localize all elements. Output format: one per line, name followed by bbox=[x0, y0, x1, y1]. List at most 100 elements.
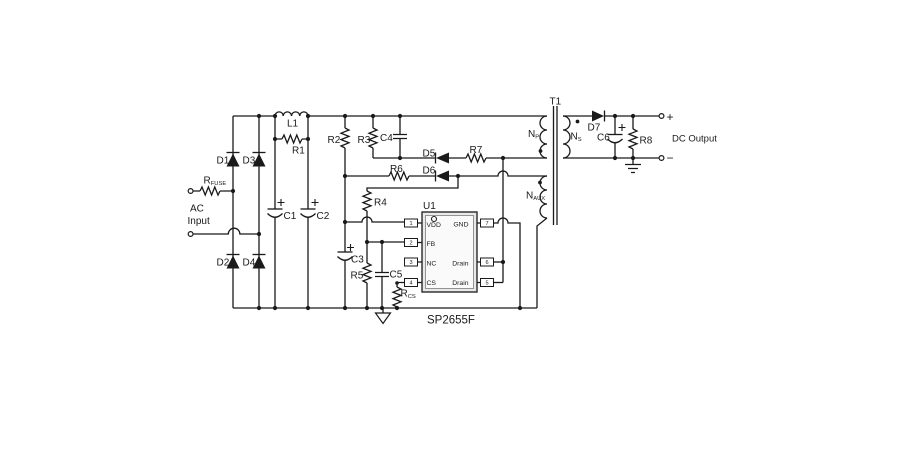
r8-label: R8 bbox=[640, 136, 653, 147]
cap-c3: C3 bbox=[337, 244, 364, 266]
pin-name-drain6: Drain bbox=[452, 260, 468, 267]
diode-d6: D6 bbox=[423, 166, 449, 182]
pin-name-cs: CS bbox=[427, 280, 437, 287]
bridge-rectifier: D1 D3 D2 D4 bbox=[217, 151, 266, 269]
cap-c6: C6 bbox=[597, 124, 626, 144]
cap-c4: C4 bbox=[380, 133, 407, 144]
pin-number-2: 2 bbox=[409, 241, 412, 247]
d3-label: D3 bbox=[243, 156, 256, 167]
cap-c2: C2 bbox=[300, 199, 330, 222]
pin-number-4: 4 bbox=[409, 281, 412, 287]
transformer-t1: T1 NP NS NAUX bbox=[526, 97, 582, 225]
c1-polarity-plus bbox=[277, 199, 285, 206]
d4-label: D4 bbox=[243, 258, 256, 269]
pinbox-6 bbox=[480, 257, 494, 267]
u1-part-number: SP2655F bbox=[427, 315, 475, 327]
dc-terminal-plus bbox=[658, 112, 665, 119]
diode-d1: D1 bbox=[217, 151, 240, 167]
pinbox-1 bbox=[404, 218, 418, 228]
pin-number-5: 5 bbox=[485, 281, 488, 287]
pin-number-1: 1 bbox=[409, 221, 412, 227]
c4-label: C4 bbox=[380, 133, 393, 144]
pinbox-2 bbox=[404, 238, 418, 247]
fuse-resistor: RFUSE bbox=[199, 176, 227, 196]
wire-gnd-pin bbox=[493, 217, 521, 308]
np-phase-dot bbox=[538, 149, 543, 153]
pin-name-nc: NC bbox=[427, 260, 437, 267]
ground-symbol bbox=[374, 308, 392, 325]
u1-refdes: U1 bbox=[423, 201, 436, 212]
resistor-r1: R1 bbox=[281, 134, 305, 157]
wire-naux-bottom bbox=[536, 217, 548, 308]
resistor-r3: R3 bbox=[358, 127, 378, 149]
pinbox-7 bbox=[480, 218, 494, 228]
c3-label: C3 bbox=[351, 255, 364, 266]
np-label: NP bbox=[528, 129, 539, 141]
wire-ac-bottom bbox=[193, 227, 259, 235]
diode-d5: D5 bbox=[423, 149, 449, 164]
ac-terminal-bottom bbox=[187, 231, 194, 238]
winding-secondary: NS bbox=[562, 115, 582, 159]
resistor-r4: R4 bbox=[362, 190, 387, 212]
l1-label: L1 bbox=[287, 119, 299, 130]
r1-label: R1 bbox=[292, 146, 305, 157]
c3-polarity-plus bbox=[347, 244, 354, 251]
dc-minus-sign: − bbox=[667, 151, 674, 165]
c6-label: C6 bbox=[597, 133, 610, 144]
diode-d4: D4 bbox=[243, 253, 266, 269]
pin1-indicator bbox=[430, 215, 438, 223]
ac-label-line2: Input bbox=[188, 216, 210, 227]
d7-label: D7 bbox=[588, 123, 601, 134]
ac-label-line1: AC bbox=[190, 204, 204, 215]
c1-label: C1 bbox=[284, 211, 297, 222]
diode-d3: D3 bbox=[243, 151, 266, 167]
rfuse-label: RFUSE bbox=[204, 176, 227, 188]
pinbox-5 bbox=[480, 278, 494, 287]
pin-number-6: 6 bbox=[485, 260, 488, 266]
resistor-r6: R6 bbox=[388, 164, 410, 181]
pin-number-7: 7 bbox=[485, 221, 488, 227]
dc-terminal-minus bbox=[658, 155, 665, 162]
wire-vdd bbox=[345, 216, 405, 223]
pinbox-3 bbox=[404, 257, 418, 267]
c2-polarity-plus bbox=[311, 199, 319, 206]
c6-polarity-plus bbox=[618, 124, 626, 131]
transformer-core bbox=[552, 106, 558, 225]
pin-name-fb: FB bbox=[427, 241, 436, 248]
dc-output: + − DC Output bbox=[658, 110, 717, 165]
r2-label: R2 bbox=[328, 135, 341, 146]
d5-label: D5 bbox=[423, 149, 436, 160]
r7-label: R7 bbox=[470, 145, 483, 156]
ns-phase-dot bbox=[575, 119, 580, 124]
pin-name-drain5: Drain bbox=[452, 280, 468, 287]
d6-label: D6 bbox=[423, 166, 436, 177]
resistor-r7: R7 bbox=[465, 145, 487, 163]
cap-c1: C1 bbox=[267, 199, 297, 222]
r3-label: R3 bbox=[358, 135, 371, 146]
resistor-r8: R8 bbox=[628, 128, 653, 150]
d2-label: D2 bbox=[217, 258, 230, 269]
pinbox-4 bbox=[404, 278, 418, 287]
naux-phase-dot bbox=[538, 180, 542, 185]
dc-output-label: DC Output bbox=[672, 134, 717, 145]
naux-label: NAUX bbox=[526, 191, 545, 203]
pin-name-gnd: GND bbox=[453, 222, 468, 229]
diode-d2: D2 bbox=[217, 253, 240, 269]
ac-source: AC Input bbox=[187, 188, 210, 238]
diode-d7: D7 bbox=[588, 110, 606, 134]
ac-terminal-top bbox=[187, 188, 194, 195]
r5-label: R5 bbox=[351, 271, 364, 282]
r4-label: R4 bbox=[374, 198, 387, 209]
ns-label: NS bbox=[571, 132, 582, 144]
c2-label: C2 bbox=[317, 211, 330, 222]
winding-primary: NP bbox=[528, 115, 548, 159]
pin-number-3: 3 bbox=[409, 260, 412, 266]
t1-label: T1 bbox=[550, 97, 562, 108]
r6-label: R6 bbox=[390, 164, 403, 175]
d1-label: D1 bbox=[217, 156, 230, 167]
wires bbox=[193, 115, 659, 309]
junction-dots bbox=[230, 113, 636, 311]
rcs-label: RCS bbox=[401, 289, 416, 301]
